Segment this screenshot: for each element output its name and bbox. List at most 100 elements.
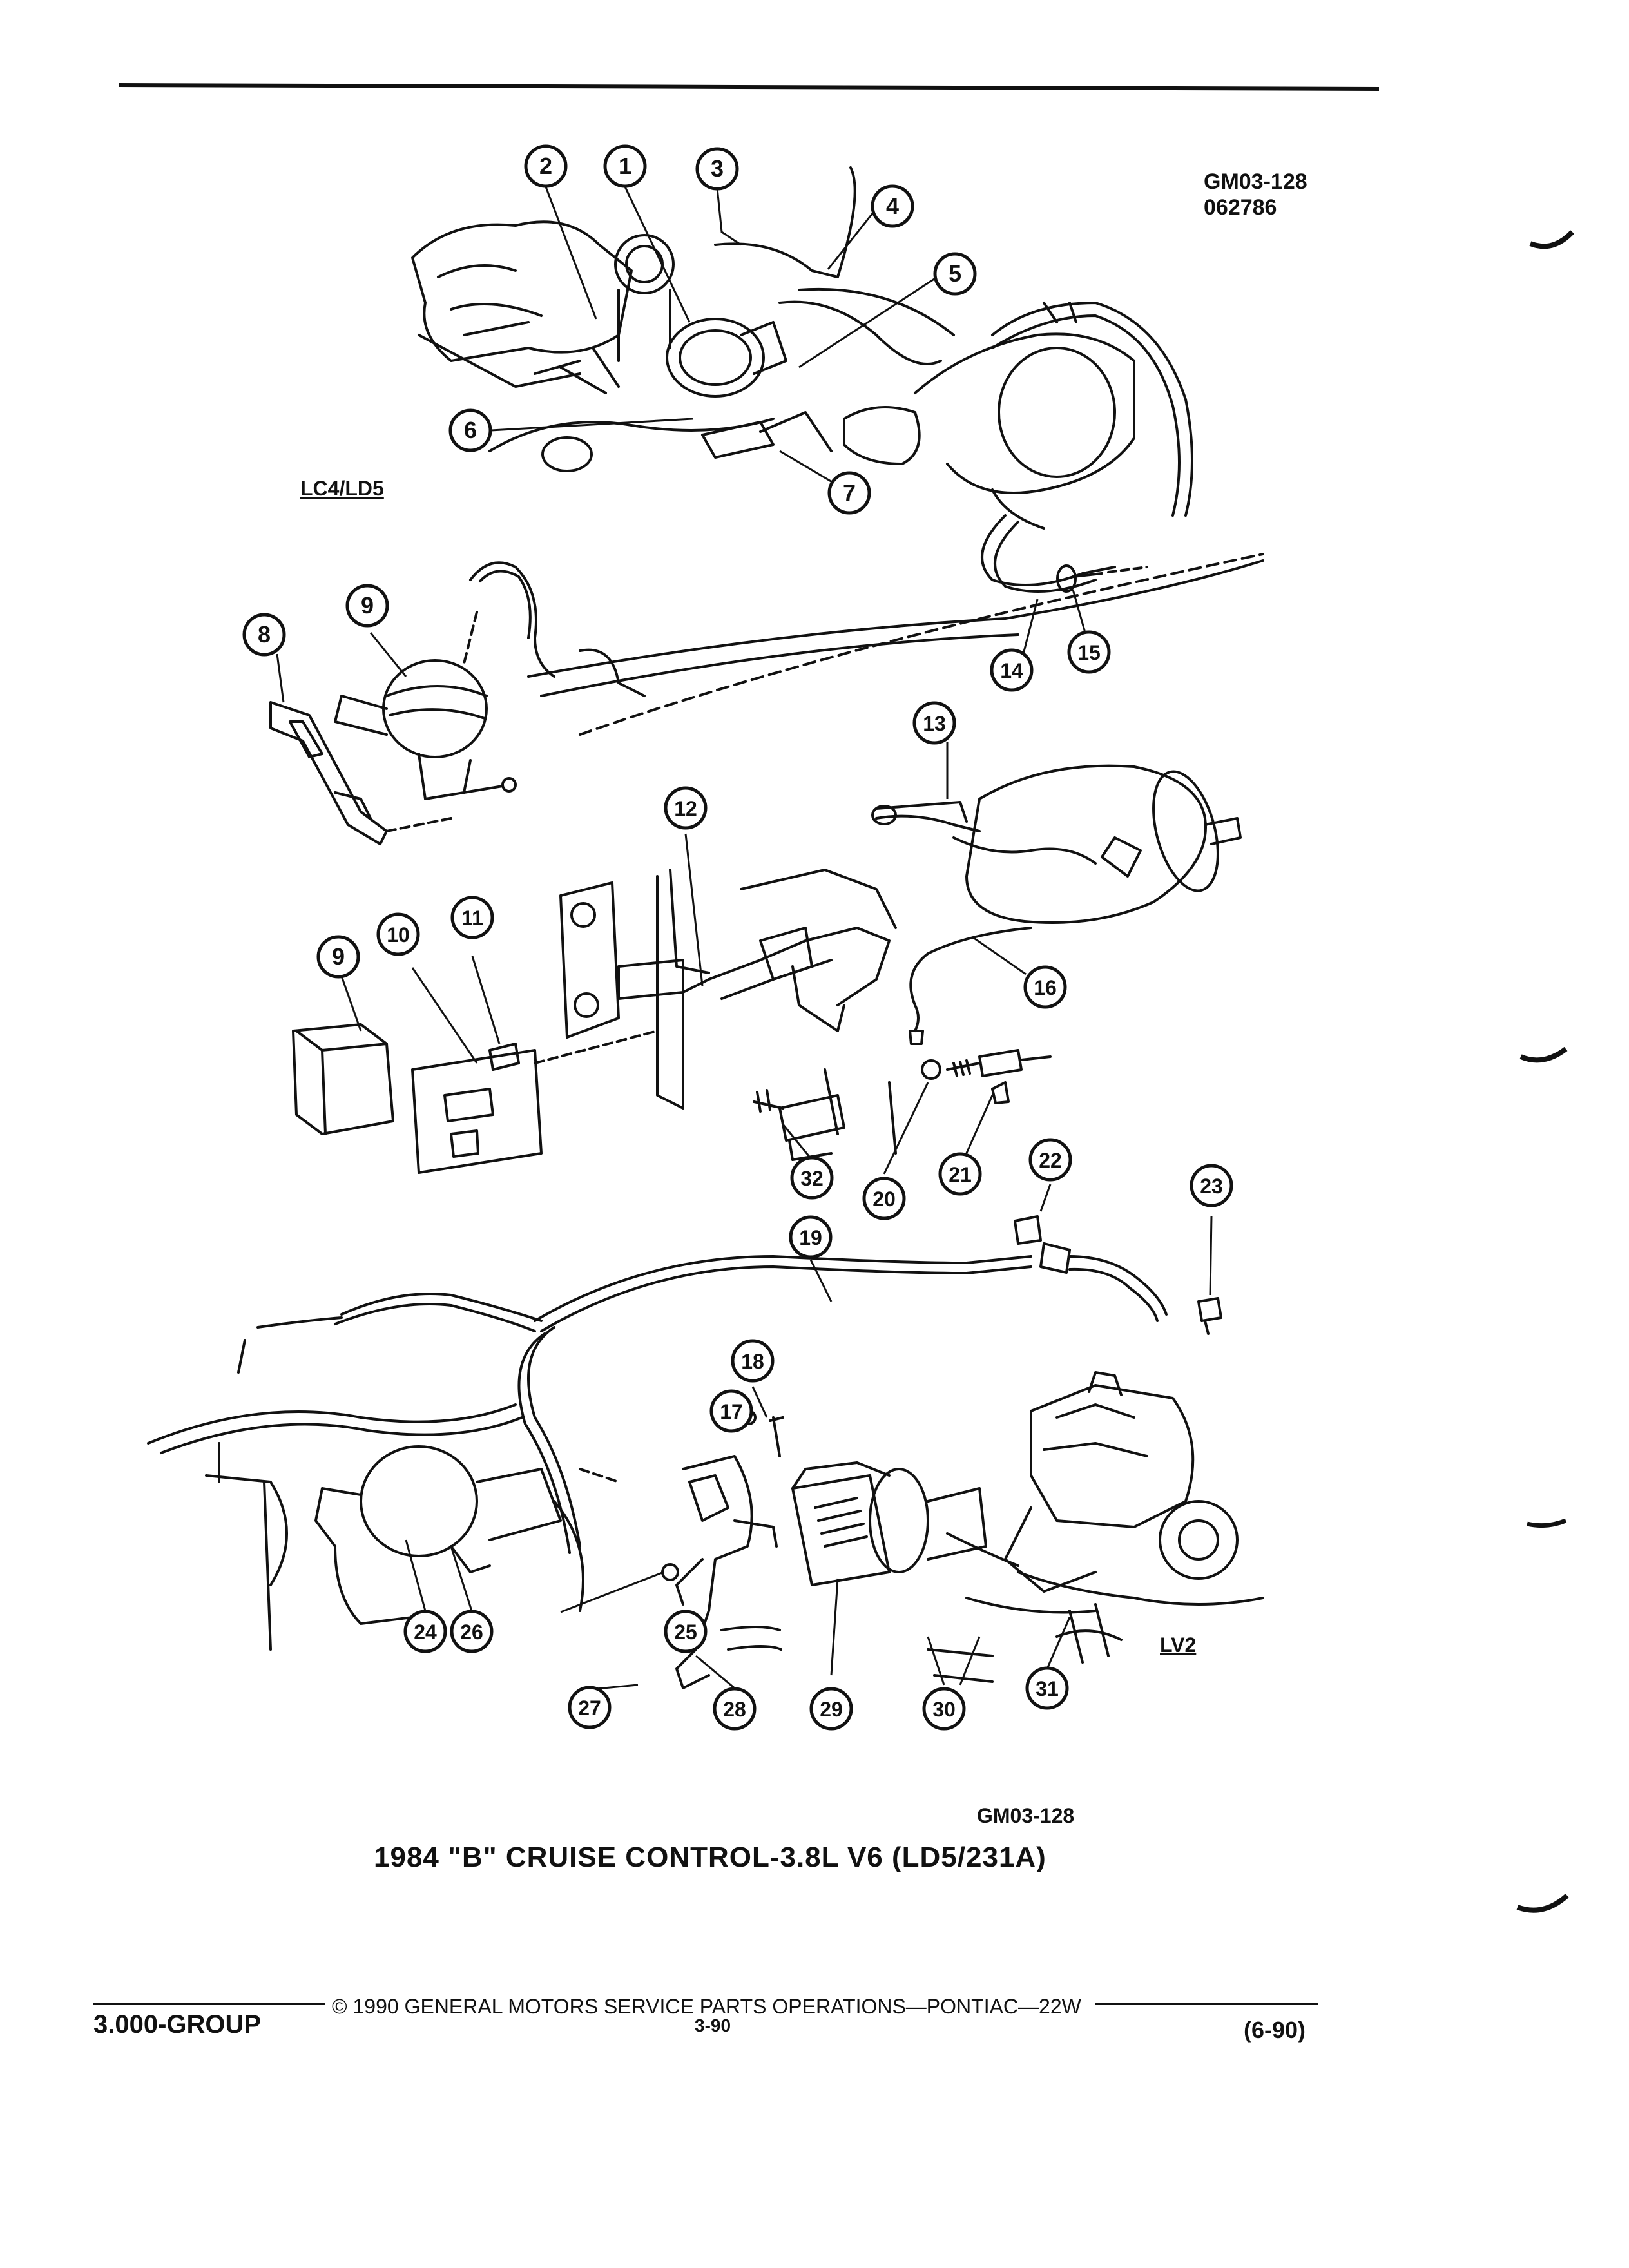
release-valve bbox=[921, 1049, 1052, 1104]
lower-firewall bbox=[147, 1403, 620, 1651]
group-label: 3.000-GROUP bbox=[93, 2010, 262, 2039]
callout-number-4: 4 bbox=[886, 193, 899, 219]
vacuum-hose-20 bbox=[237, 1215, 1168, 1554]
callout-number-28: 28 bbox=[723, 1698, 746, 1721]
callout-circle bbox=[376, 912, 420, 956]
callout-circle bbox=[524, 144, 568, 188]
callout-number-21: 21 bbox=[949, 1163, 972, 1186]
drawing-reference-bottom: GM03-128 bbox=[977, 1804, 1075, 1827]
page-number: 3-90 bbox=[695, 2015, 731, 2035]
page-title: 1984 "B" CRUISE CONTROL-3.8L V6 (LD5/231… bbox=[374, 1841, 1046, 1873]
engine-label-lv2: LV2 bbox=[1160, 1633, 1197, 1657]
callout-number-7: 7 bbox=[843, 479, 856, 506]
callout-circle bbox=[862, 1177, 906, 1220]
callout-circle bbox=[1067, 630, 1111, 674]
page-curl-mark bbox=[1529, 230, 1574, 249]
callout-circle bbox=[933, 252, 977, 296]
callout-number-26: 26 bbox=[460, 1620, 483, 1644]
callout-number-9: 9 bbox=[361, 592, 374, 619]
callout-circle bbox=[1025, 1666, 1069, 1710]
leader-lines bbox=[276, 186, 1213, 1691]
drawing-reference-top: GM03-128 062786 bbox=[1204, 169, 1307, 220]
callout-circle bbox=[731, 1339, 775, 1383]
callout-number-20: 20 bbox=[872, 1187, 896, 1211]
callout-circle bbox=[709, 1389, 753, 1433]
callout-number-30: 30 bbox=[932, 1698, 956, 1721]
callout-circle bbox=[448, 408, 492, 452]
callout-circle bbox=[603, 144, 647, 188]
callout-circle bbox=[790, 1156, 834, 1200]
vacuum-fitting-24 bbox=[1197, 1297, 1222, 1335]
callout-circle bbox=[1190, 1164, 1233, 1207]
brake-switch bbox=[753, 1089, 845, 1161]
callout-circle bbox=[316, 935, 360, 979]
callout-circle bbox=[242, 613, 286, 657]
callout-number-8: 8 bbox=[258, 621, 271, 648]
steering-column bbox=[871, 764, 1242, 1045]
callout-circle bbox=[345, 584, 389, 628]
copyright-line: © 1990 GENERAL MOTORS SERVICE PARTS OPER… bbox=[332, 1995, 1081, 2018]
callout-circle bbox=[695, 147, 739, 191]
revision-date: (6-90) bbox=[1244, 2017, 1306, 2043]
callout-circle bbox=[789, 1215, 833, 1259]
callout-number-24: 24 bbox=[414, 1620, 437, 1644]
callout-number-31: 31 bbox=[1036, 1677, 1059, 1700]
callout-number-13: 13 bbox=[923, 712, 946, 735]
callout-circle bbox=[938, 1152, 982, 1196]
callout-number-23: 23 bbox=[1200, 1175, 1223, 1198]
callout-circle bbox=[664, 786, 708, 830]
bracket-8 bbox=[269, 701, 452, 845]
callout-number-6: 6 bbox=[464, 417, 477, 443]
callout-number-15: 15 bbox=[1077, 641, 1101, 664]
callout-circle bbox=[922, 1687, 966, 1731]
callout-number-16: 16 bbox=[1034, 976, 1057, 999]
callout-number-25: 25 bbox=[674, 1620, 697, 1644]
callout-circle bbox=[809, 1687, 853, 1731]
callout-circle bbox=[568, 1686, 612, 1729]
callout-circle bbox=[1023, 965, 1067, 1009]
callout-number-22: 22 bbox=[1039, 1149, 1062, 1172]
callout-circle bbox=[450, 896, 494, 939]
callout-circle bbox=[713, 1687, 757, 1731]
drawing-date-code: 062786 bbox=[1204, 195, 1277, 220]
callout-number-19: 19 bbox=[799, 1226, 822, 1249]
callout-number-11: 11 bbox=[461, 907, 483, 930]
callout-circle bbox=[1028, 1138, 1072, 1182]
page-curl-mark bbox=[1527, 1518, 1567, 1528]
callout-circle bbox=[990, 648, 1034, 692]
callout-number-2: 2 bbox=[539, 153, 552, 179]
callout-number-3: 3 bbox=[711, 155, 724, 182]
callout-number-27: 27 bbox=[578, 1696, 601, 1720]
top-engine-assembly bbox=[411, 166, 1264, 736]
callout-number-9: 9 bbox=[332, 943, 345, 970]
servo-top bbox=[334, 561, 555, 800]
callout-number-12: 12 bbox=[674, 797, 697, 820]
callout-number-5: 5 bbox=[949, 260, 961, 287]
callout-number-17: 17 bbox=[720, 1400, 743, 1423]
callout-number-32: 32 bbox=[800, 1167, 824, 1190]
callout-circle bbox=[664, 1610, 708, 1653]
callout-number-1: 1 bbox=[619, 153, 631, 179]
callout-number-29: 29 bbox=[820, 1698, 843, 1721]
callout-circle bbox=[403, 1610, 447, 1653]
callout-number-10: 10 bbox=[387, 923, 410, 947]
servo-29 bbox=[791, 1461, 987, 1586]
page-curl-mark bbox=[1519, 1046, 1568, 1063]
header-rule bbox=[119, 83, 1380, 91]
page-curl-mark bbox=[1516, 1893, 1569, 1913]
module-bracket bbox=[411, 1030, 659, 1174]
controller-module bbox=[292, 1023, 394, 1135]
callout-circle bbox=[827, 471, 871, 515]
callout-circle bbox=[871, 184, 914, 228]
servo-bottom bbox=[314, 1445, 562, 1625]
dash-bracket bbox=[559, 869, 897, 1155]
callout-circle bbox=[450, 1610, 494, 1653]
drawing-code: GM03-128 bbox=[1204, 169, 1307, 194]
engine-label-lc4-ld5: LC4/LD5 bbox=[300, 477, 384, 500]
line-art bbox=[147, 166, 1264, 1689]
callout-number-14: 14 bbox=[1000, 659, 1023, 682]
callout-number-18: 18 bbox=[741, 1350, 764, 1373]
